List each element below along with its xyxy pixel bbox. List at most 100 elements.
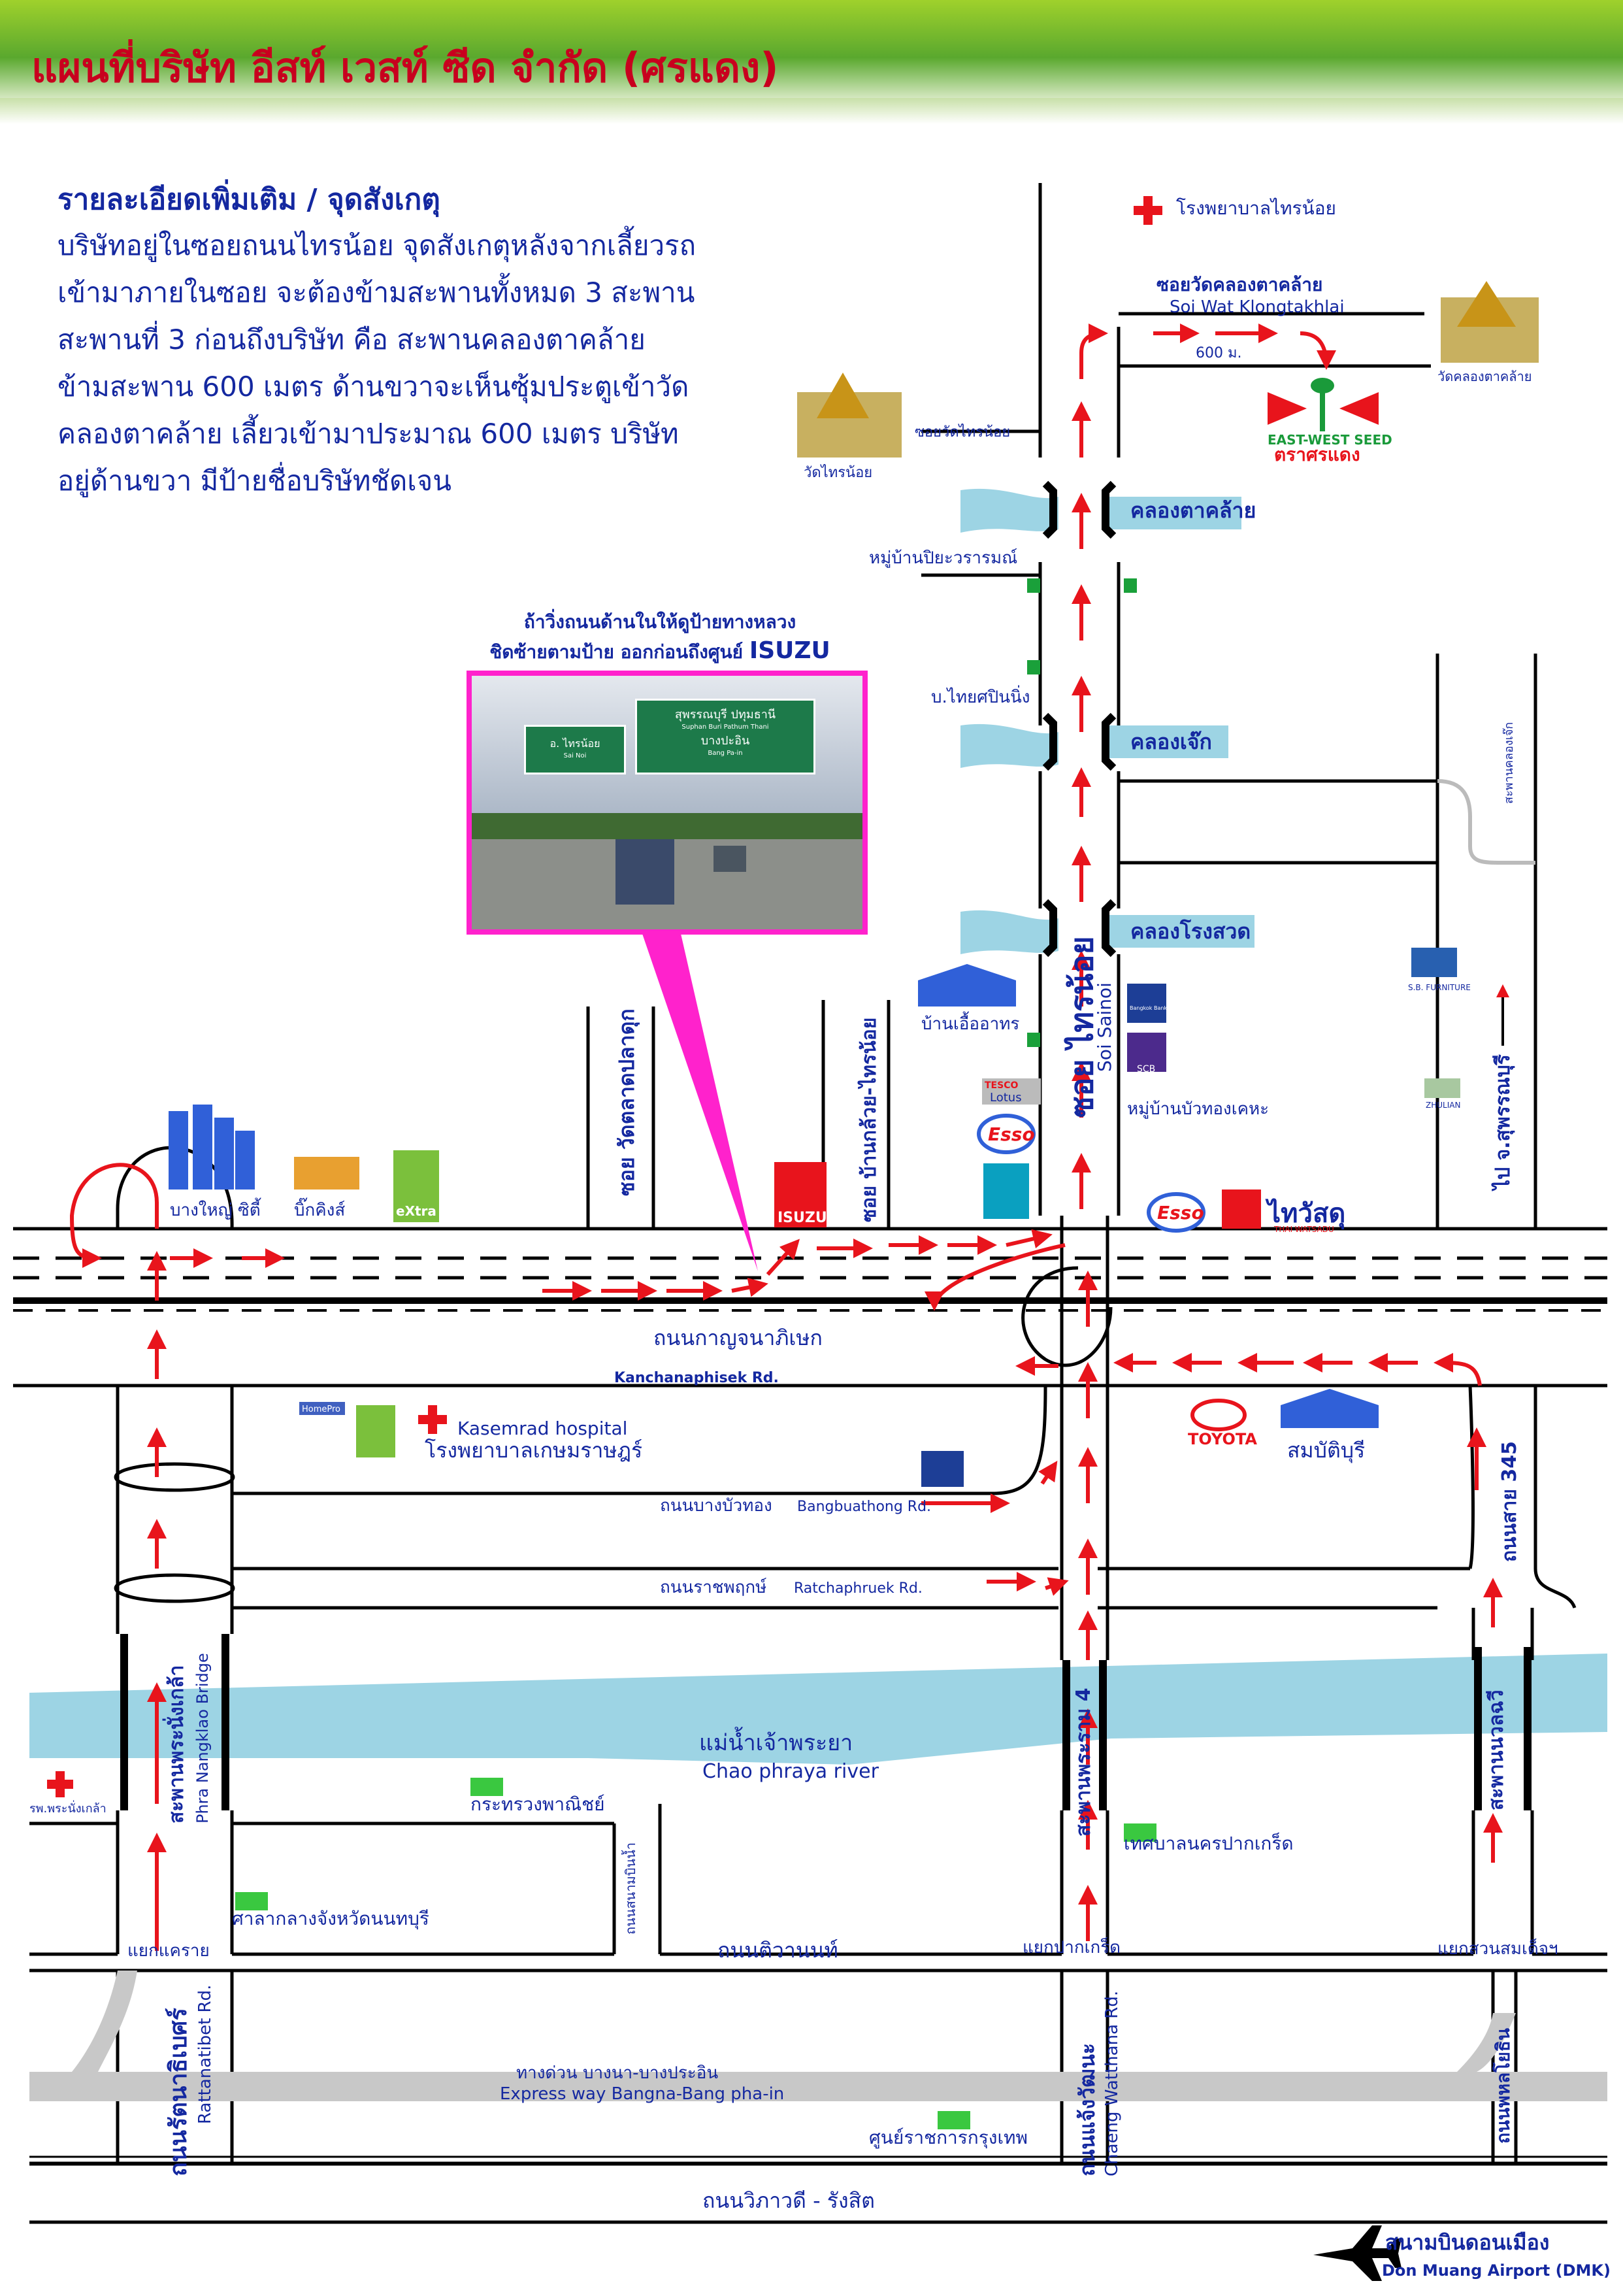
photo-note-text: ชิดซ้ายตามป้าย ออกก่อนถึงศูนย์ — [489, 641, 744, 663]
sign-right-en: Suphan Buri Pathum Thani — [681, 724, 769, 731]
label-scb: SCB — [1137, 1064, 1155, 1074]
canal-rong-suat — [960, 910, 1058, 954]
label-nangklao-en: Phra Nangklao Bridge — [193, 1653, 212, 1823]
label-wat-takhlai: วัดคลองตาคล้าย — [1437, 369, 1532, 384]
government-icons — [235, 1778, 1156, 2129]
label-village-bua: หมู่บ้านบัวทองเคหะ — [1127, 1099, 1269, 1119]
label-bigc-extra: eXtra — [396, 1203, 436, 1219]
label-to-suphan: ไป จ.สุพรรณบุรี — [1491, 1054, 1515, 1191]
road-rattanathibet — [116, 1146, 234, 1954]
canal-chek — [960, 724, 1058, 768]
photo-note: ถ้าวิ่งถนนด้านในให้ดูป้ายทางหลวง ชิดซ้าย… — [457, 608, 862, 667]
label-baan-ua: บ้านเอื้ออาทร — [921, 1011, 1019, 1034]
label-kasemrad-en: Kasemrad hospital — [457, 1418, 627, 1439]
label-bangyai-city: บางใหญ่ ซิตี้ — [170, 1197, 261, 1220]
info-line: ข้ามสะพาน 600 เมตร ด้านขวาจะเห็นซุ้มประต… — [57, 371, 689, 403]
interchange-loop — [1021, 1266, 1113, 1367]
label-zhulian: ZHULIAN — [1426, 1101, 1460, 1110]
label-sombat: สมบัติบุรี — [1287, 1438, 1365, 1463]
label-airport-th: สนามบินดอนเมือง — [1385, 2230, 1549, 2255]
photo-note-brand: ISUZU — [749, 637, 830, 664]
label-kanchanaphisek-th: ถนนกาญจนาภิเษก — [653, 1325, 823, 1350]
side-roads — [586, 429, 1537, 1229]
label-soi-bankluai: ซอย บ้านกล้วย-ไทรน้อย — [857, 1018, 881, 1222]
expressway-ramp-left — [72, 1971, 137, 2072]
label-bangbuathong-th: ถนนบางบัวทอง — [660, 1496, 772, 1516]
lower-roads — [29, 1804, 1607, 2224]
side-road-curve — [1437, 779, 1535, 865]
label-east-west: EAST-WEST SEED — [1268, 432, 1392, 448]
store-icons — [294, 948, 1460, 1487]
label-sorn-daeng: ตราศรแดง — [1274, 444, 1360, 465]
rotated-labels: ซอย วัดตลาดปลาดุก ซอย บ้านกล้วย-ไทรน้อย … — [162, 722, 1521, 2176]
overpass-left — [114, 1462, 235, 1492]
label-sainoi-en: Soi Sainoi — [1094, 982, 1115, 1072]
header-band — [0, 0, 1623, 105]
sign-right-bottom-en: Bang Pa-in — [708, 750, 743, 757]
photo-car — [713, 846, 746, 872]
label-soi-wat-en: Soi Wat Klongtakhlai — [1170, 297, 1345, 317]
info-line: อยู่ด้านขวา มีป้ายชื่อบริษัทชัดเจน — [57, 465, 451, 497]
building-icons — [169, 964, 1379, 1428]
route-arrows — [69, 324, 1503, 1951]
label-airport-en: Don Muang Airport (DMK) — [1382, 2261, 1611, 2280]
label-hospital-sainoi: โรงพยาบาลไทรน้อย — [1176, 197, 1336, 219]
label-suan-somdet: แยกสวนสมเด็จฯ — [1437, 1938, 1558, 1959]
airplane-icon — [1313, 2225, 1402, 2281]
page-title: แผนที่บริษัท อีสท์ เวสท์ ซีด จำกัด (ศรแด… — [31, 44, 779, 92]
label-ratchaphruek-th: ถนนราชพฤกษ์ — [660, 1578, 767, 1597]
label-company: บ.ไทยศปินนิ่ง — [931, 685, 1030, 707]
map-labels: โรงพยาบาลไทรน้อย ซอยวัดคลองตาคล้าย Soi W… — [29, 197, 1611, 2280]
header-swoosh — [0, 98, 1623, 124]
road-kanchanaphisek — [13, 1227, 1607, 1388]
label-thai-watsadu-en: THAI WATSADU — [1273, 1225, 1334, 1234]
label-kanchanaphisek-en: Kanchanaphisek Rd. — [614, 1370, 779, 1386]
label-village-piya: หมู่บ้านปิยะวรารมณ์ — [869, 548, 1017, 568]
label-nonthaburi-bridge: สะพานนวลฉวี — [1485, 1689, 1508, 1810]
canal-rong-suat-right — [1104, 915, 1254, 948]
bridge-marks-sainoi — [1042, 480, 1117, 957]
expressway — [29, 2072, 1607, 2101]
label-ministry: กระทรวงพาณิชย์ — [470, 1793, 605, 1815]
label-bbl: Bangkok Bank — [1130, 1005, 1167, 1011]
road-bangbuathong — [232, 1385, 1577, 1610]
photo-grass — [472, 813, 862, 839]
hospital-icon — [47, 196, 1162, 1797]
seven-eleven-icons — [1027, 578, 1137, 1047]
info-line: สะพานที่ 3 ก่อนถึงบริษัท คือ สะพานคลองตา… — [57, 324, 646, 356]
label-canal-ta-khlai: คลองตาคล้าย — [1130, 498, 1256, 523]
label-rama4: สะพานพระราม 4 — [1072, 1688, 1095, 1837]
sign-left-en: Sai Noi — [563, 752, 587, 759]
highway-sign-photo: อ. ไทรน้อย Sai Noi สุพรรณบุรี ปทุมธานี S… — [467, 671, 868, 935]
photo-sign-right: สุพรรณบุรี ปทุมธานี Suphan Buri Pathum T… — [635, 699, 815, 774]
label-esso-2: Esso — [1157, 1202, 1204, 1223]
label-soi-wat-th: ซอยวัดคลองตาคล้าย — [1156, 274, 1322, 295]
info-heading: รายละเอียดเพิ่มเติม / จุดสังเกตุ — [57, 183, 440, 216]
label-soi-wat-sainoi: ซอยวัดไทรน้อย — [915, 424, 1010, 441]
label-lotus: Lotus — [990, 1091, 1022, 1105]
label-hosp-nangklao: รพ.พระนั่งเกล้า — [29, 1800, 107, 1816]
info-line: คลองตาคล้าย เลี้ยวเข้ามาประมาณ 600 เมตร … — [57, 418, 679, 450]
road-soi-wat-klongtakhlai — [1117, 312, 1431, 368]
photo-pointer — [640, 928, 758, 1271]
info-body: บริษัทอยู่ในซอยถนนไทรน้อย จุดสังเกตุหลัง… — [57, 222, 717, 505]
label-route345: ถนนสาย 345 — [1498, 1441, 1521, 1562]
sign-right-th: สุพรรณบุรี ปทุมธานี — [674, 708, 776, 722]
sign-right-bottom: บางปะอิน — [700, 734, 750, 748]
east-west-seed-logo — [1268, 378, 1379, 431]
photo-note-line2: ชิดซ้ายตามป้าย ออกก่อนถึงศูนย์ ISUZU — [457, 637, 862, 667]
label-ratchaphruek-en: Ratchaphruek Rd. — [794, 1580, 923, 1597]
label-bangbuathong-en: Bangbuathong Rd. — [797, 1499, 931, 1515]
label-phahon: ถนนพหลโยธิน — [1492, 2028, 1514, 2144]
railway — [29, 2155, 1607, 2166]
label-gov-center: ศูนย์ราชการกรุงเทพ — [869, 2127, 1028, 2149]
label-toyota: TOYOTA — [1188, 1430, 1257, 1448]
label-sb-furniture: S.B. FURNITURE — [1408, 983, 1471, 992]
overpass-left-2 — [114, 1573, 235, 1603]
sign-left-th: อ. ไทรน้อย — [549, 737, 600, 750]
label-tesco: TESCO — [985, 1080, 1018, 1091]
label-isuzu-logo: ISUZU — [778, 1210, 827, 1226]
label-wat-sainoi: วัดไทรน้อย — [804, 464, 872, 481]
rama4-road — [1060, 1216, 1534, 1954]
label-tiwanon: ถนนติวานนท์ — [717, 1938, 838, 1963]
